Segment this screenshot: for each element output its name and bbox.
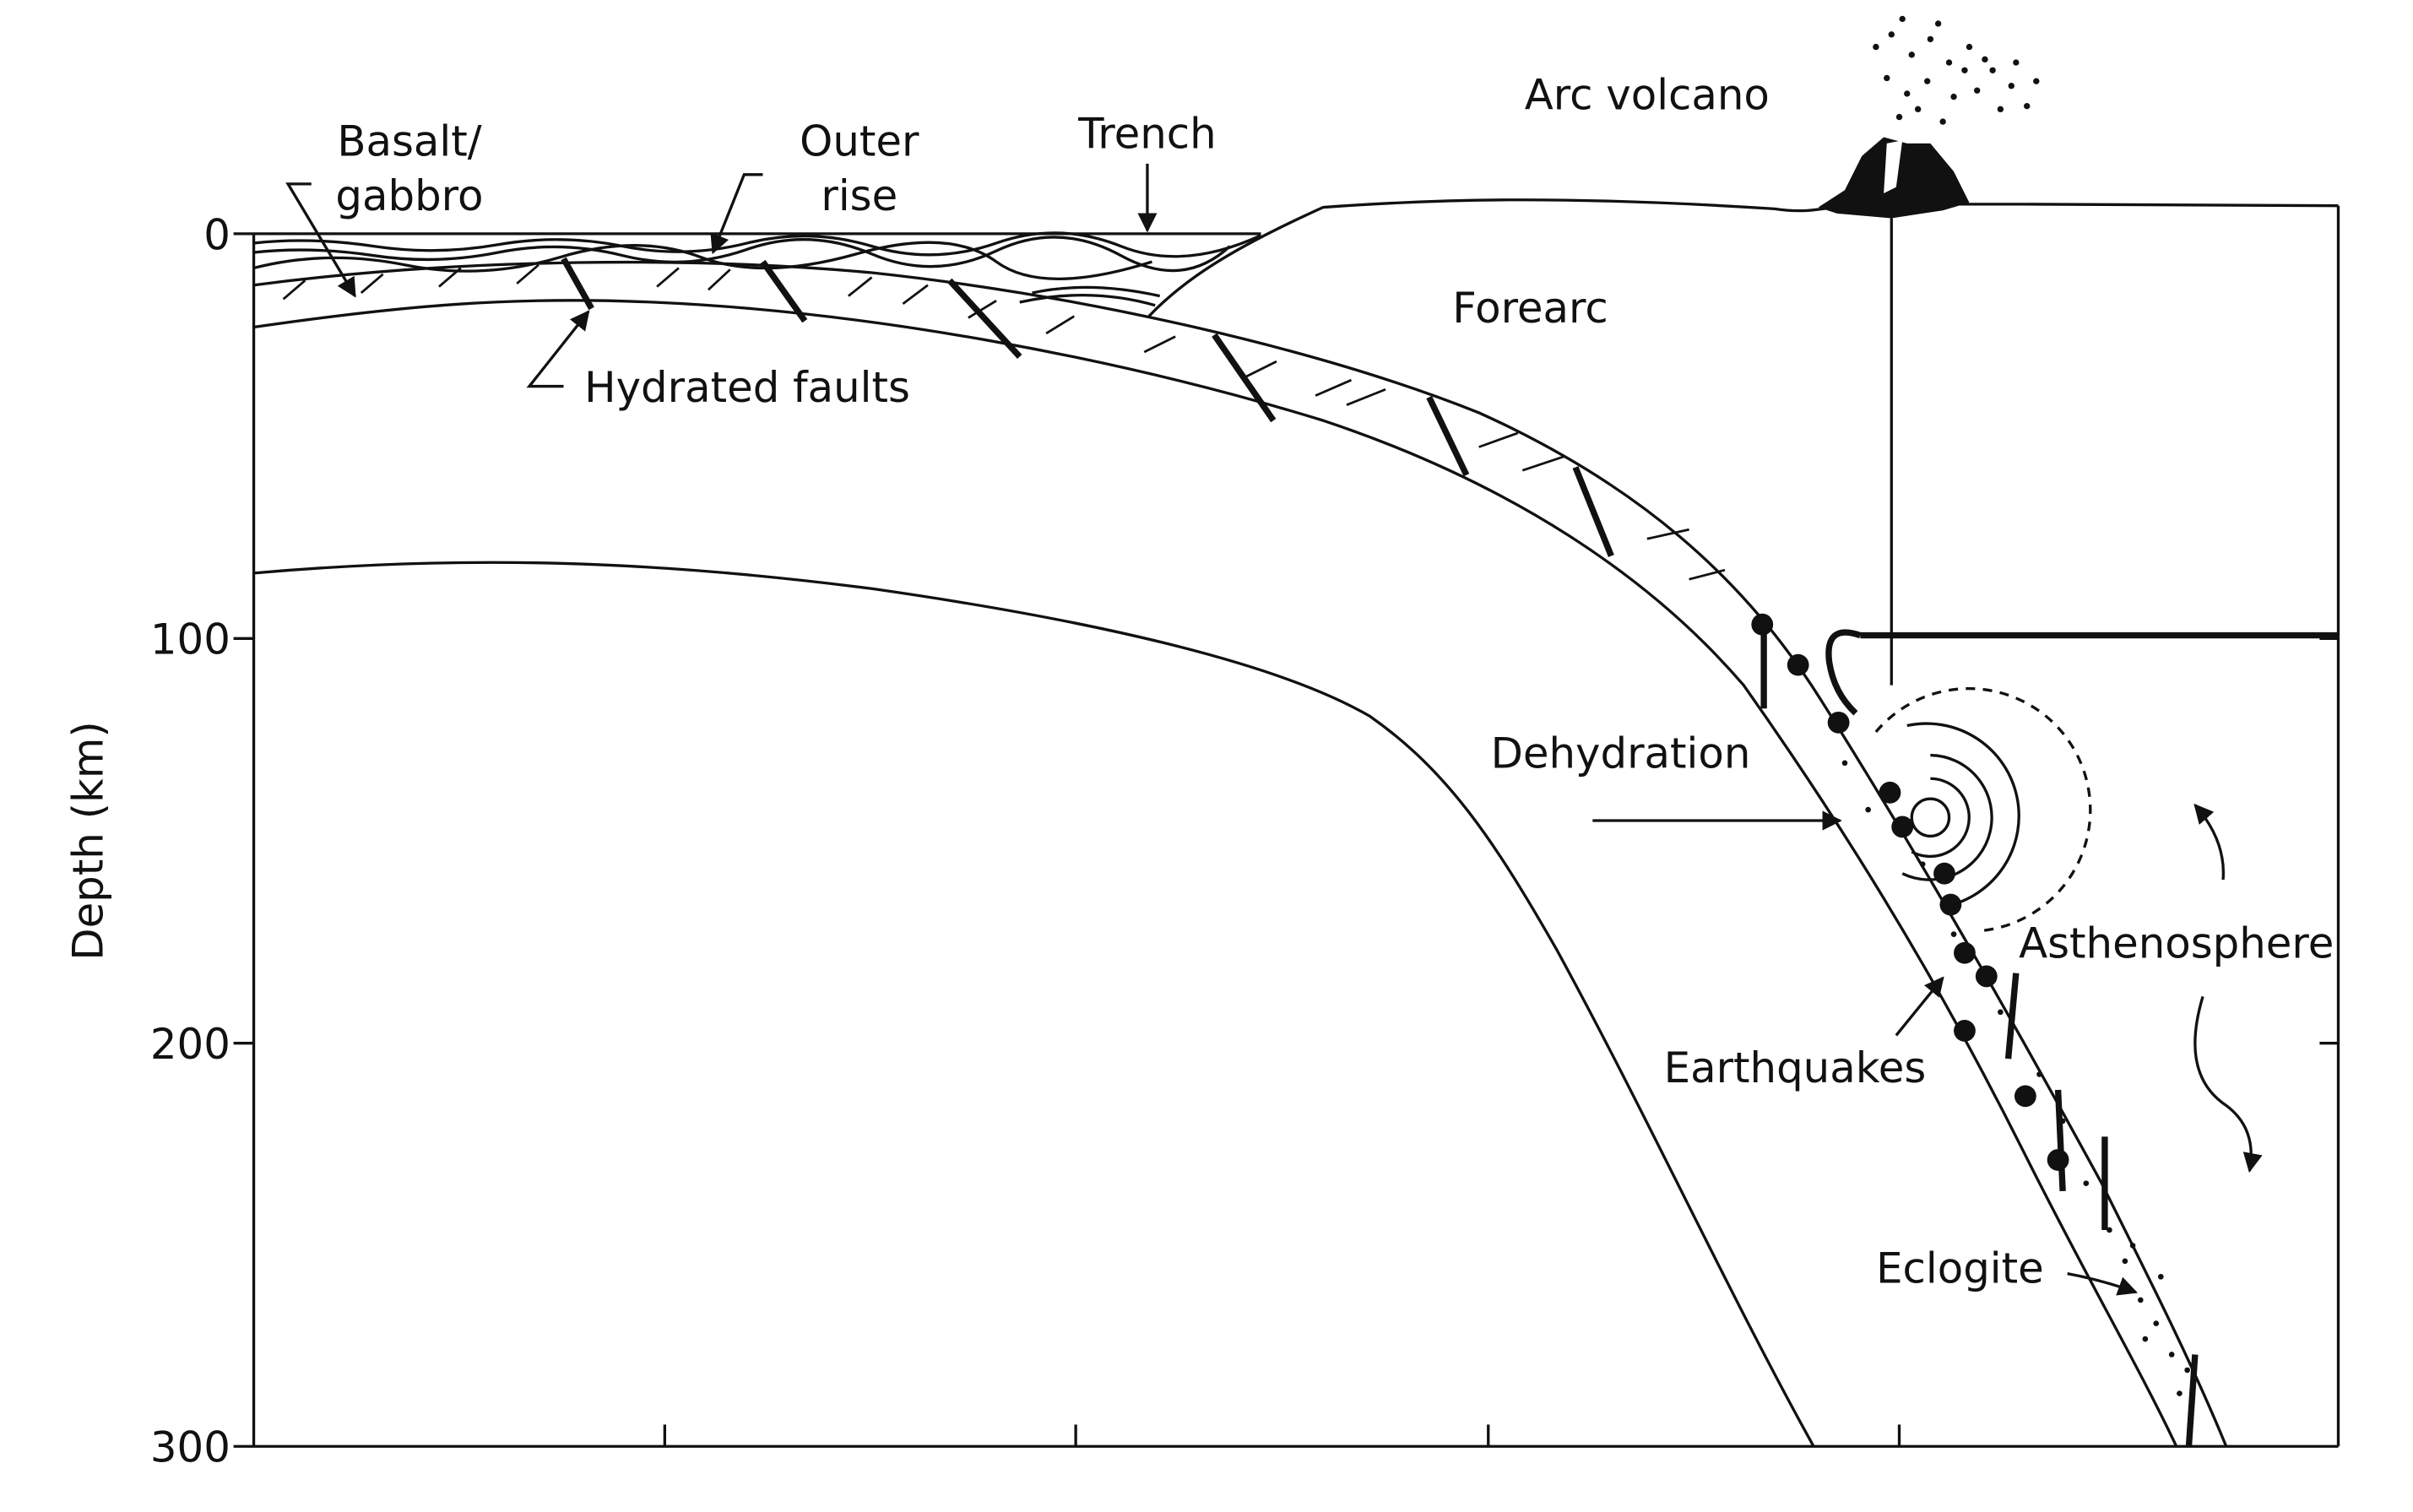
tick-200: 200 [150,1020,230,1069]
label-outer: Outer [800,117,919,166]
earthquake-dots [1751,613,2069,1171]
tick-100: 100 [150,615,230,664]
deep-faults [2004,973,2199,1447]
axis-label: Depth (km) [64,721,113,961]
label-asthenosphere: Asthenosphere [2019,919,2334,967]
arc-volcano-icon [1818,15,2040,219]
label-forearc: Forearc [1452,284,1608,333]
label-earthquakes: Earthquakes [1664,1043,1927,1092]
annotation-arrows [285,163,2263,1296]
label-hydrated-faults: Hydrated faults [584,363,910,412]
label-basalt: Basalt/ [337,117,481,166]
label-dehydration: Dehydration [1491,729,1751,778]
label-arc-volcano: Arc volcano [1525,70,1770,119]
subducting-plate [253,257,2228,1448]
label-gabbro: gabbro [335,171,483,220]
eruption-plume [1873,15,2040,125]
overriding-plate [1147,198,2339,716]
melt-zone [1874,687,2092,933]
tick-0: 0 [203,210,230,259]
tick-300: 300 [150,1423,230,1472]
ocean-sediments [253,231,1262,307]
label-trench: Trench [1077,109,1217,158]
label-eclogite: Eclogite [1876,1244,2044,1293]
label-rise: rise [821,171,897,220]
